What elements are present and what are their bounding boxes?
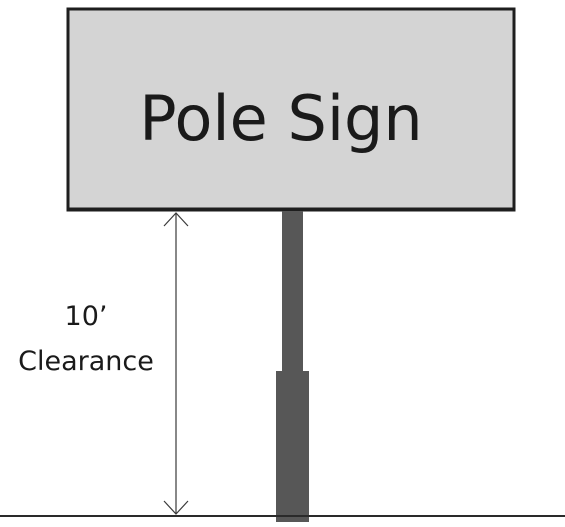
clearance-arrow-top (163, 212, 189, 227)
clearance-arrow-bottom (163, 500, 189, 515)
sign-panel (66, 7, 516, 212)
clearance-value: 10’ (65, 301, 108, 332)
pole-upper (282, 211, 303, 372)
sign-title: Pole Sign (139, 82, 422, 155)
pole-base (276, 371, 309, 522)
clearance-label: Clearance (18, 346, 154, 377)
